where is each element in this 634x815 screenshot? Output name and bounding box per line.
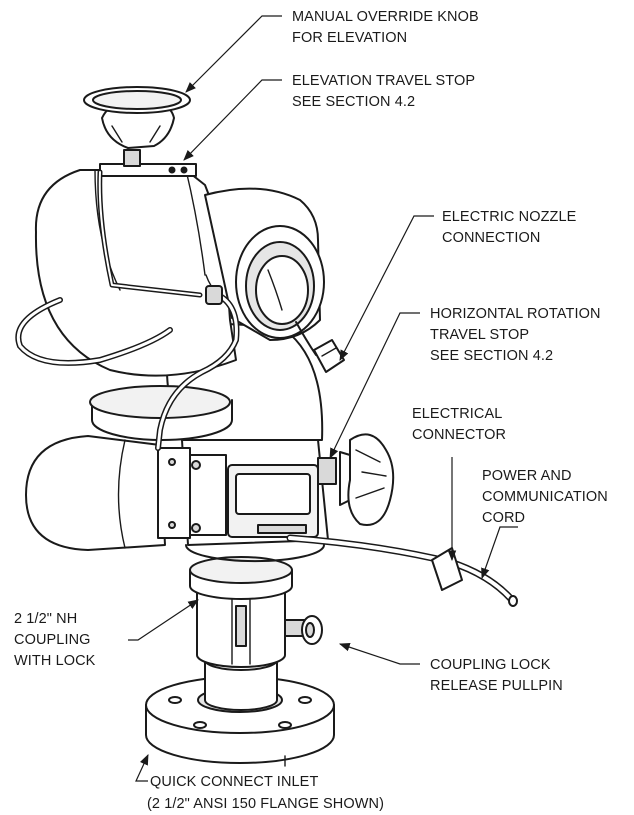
label-line: POWER AND [482, 468, 572, 484]
label-line: COUPLING [14, 632, 91, 648]
label-nh-coupling: 2 1/2" NH COUPLING WITH LOCK [14, 609, 95, 672]
power-cord [286, 534, 518, 607]
label-coupling-lock: COUPLING LOCK RELEASE PULLPIN [430, 655, 563, 697]
label-line: QUICK CONNECT INLET [150, 774, 319, 790]
leader-electric-nozzle [339, 215, 434, 361]
lock-pullpin [284, 615, 323, 645]
label-line: HORIZONTAL ROTATION [430, 306, 601, 322]
leader-nh-coupling [128, 599, 199, 641]
label-quick-connect: QUICK CONNECT INLET (2 1/2" ANSI 150 FLA… [147, 771, 384, 815]
label-line: RELEASE PULLPIN [430, 678, 563, 694]
label-line: ELEVATION TRAVEL STOP [292, 73, 476, 89]
nh-coupling-body [189, 556, 293, 711]
left-motor [25, 435, 191, 551]
label-line: SEE SECTION 4.2 [292, 94, 416, 110]
label-line: SEE SECTION 4.2 [430, 348, 554, 364]
gearbox-housing [181, 439, 329, 563]
label-power-cord: POWER AND COMMUNICATION CORD [482, 466, 608, 529]
label-line: ELECTRICAL [412, 406, 503, 422]
label-line: FOR ELEVATION [292, 30, 408, 46]
cables [15, 169, 240, 451]
label-line: (2 1/2" ANSI 150 FLANGE SHOWN) [147, 796, 384, 812]
manual-override-knob [83, 86, 197, 177]
monitor-diagram [15, 15, 518, 782]
label-line: CONNECTION [442, 230, 541, 246]
label-line: CORD [482, 510, 526, 526]
rotation-handwheel [317, 433, 395, 526]
label-electrical-connector: ELECTRICAL CONNECTOR [412, 404, 506, 446]
leader-power-cord [481, 526, 518, 580]
label-line: COMMUNICATION [482, 489, 608, 505]
label-line: CONNECTOR [412, 427, 507, 443]
label-line: MANUAL OVERRIDE KNOB [292, 9, 479, 25]
label-electric-nozzle: ELECTRIC NOZZLE CONNECTION [442, 207, 576, 249]
leader-quick-connect [135, 754, 149, 782]
outlet-elbow [204, 187, 325, 341]
leader-horizontal-stop [329, 312, 420, 459]
label-horizontal-stop: HORIZONTAL ROTATION TRAVEL STOP SEE SECT… [430, 304, 601, 367]
label-line: WITH LOCK [14, 653, 96, 669]
label-line: COUPLING LOCK [430, 657, 551, 673]
label-line: ELECTRIC NOZZLE [442, 209, 577, 225]
label-line: TRAVEL STOP [430, 327, 530, 343]
leader-coupling-lock [338, 642, 420, 665]
label-elevation-stop: ELEVATION TRAVEL STOP SEE SECTION 4.2 [292, 71, 475, 113]
leader-elevation-stop [183, 79, 282, 161]
label-line: 2 1/2" NH [14, 611, 78, 627]
leader-manual-override [185, 15, 282, 93]
label-manual-override: MANUAL OVERRIDE KNOB FOR ELEVATION [292, 7, 479, 49]
